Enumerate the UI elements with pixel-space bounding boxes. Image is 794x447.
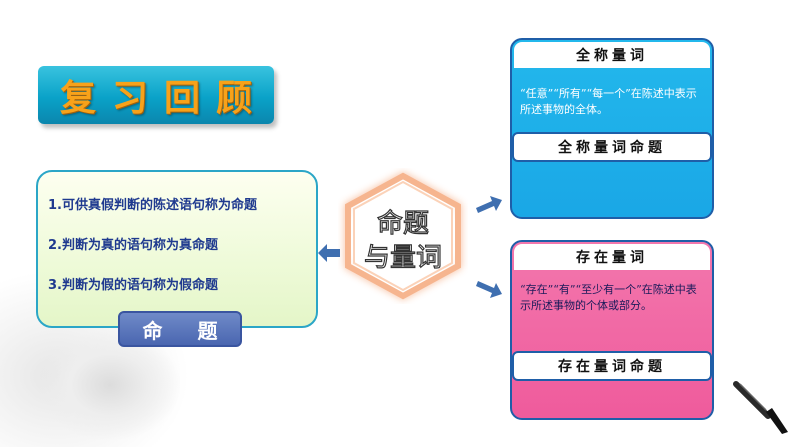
review-title-banner: 复习回顾	[38, 66, 274, 124]
review-title: 复习回顾	[59, 77, 268, 119]
up-right-arrow-icon	[476, 196, 502, 213]
down-right-arrow-icon	[476, 281, 502, 298]
center-title-line1: 命题	[377, 209, 429, 239]
definition-item-1: 1.可供真假判断的陈述语句称为命题	[48, 198, 257, 213]
left-arrow-icon	[318, 244, 340, 262]
existential-quantifier-description: “存在”“有”“至少有一个”在陈述中表示所述事物的个体或部分。	[520, 283, 697, 312]
universal-quantifier-description: “任意”“所有”“每一个”在陈述中表示所述事物的全体。	[520, 87, 697, 116]
universal-quantifier-box: 全称量词 “任意”“所有”“每一个”在陈述中表示所述事物的全体。 全称量词命题	[510, 38, 714, 219]
brush-pen-icon	[733, 381, 788, 434]
existential-quantifier-header: 存在量词	[514, 244, 710, 270]
universal-proposition-label: 全称量词命题	[512, 132, 712, 162]
center-hexagon: 命题 与量词	[345, 172, 461, 300]
proposition-label: 命 题	[118, 311, 242, 347]
existential-quantifier-box: 存在量词 “存在”“有”“至少有一个”在陈述中表示所述事物的个体或部分。 存在量…	[510, 240, 714, 420]
proposition-definition-box: 1.可供真假判断的陈述语句称为命题 2.判断为真的语句称为真命题 3.判断为假的…	[36, 170, 318, 328]
existential-proposition-label: 存在量词命题	[512, 351, 712, 381]
background-flower-shade	[40, 330, 180, 440]
definition-item-2: 2.判断为真的语句称为真命题	[48, 238, 218, 253]
universal-quantifier-header: 全称量词	[514, 42, 710, 68]
center-title-line2: 与量词	[364, 243, 442, 273]
proposition-label-text: 命 题	[142, 318, 232, 343]
definition-item-3: 3.判断为假的语句称为假命题	[48, 278, 218, 293]
